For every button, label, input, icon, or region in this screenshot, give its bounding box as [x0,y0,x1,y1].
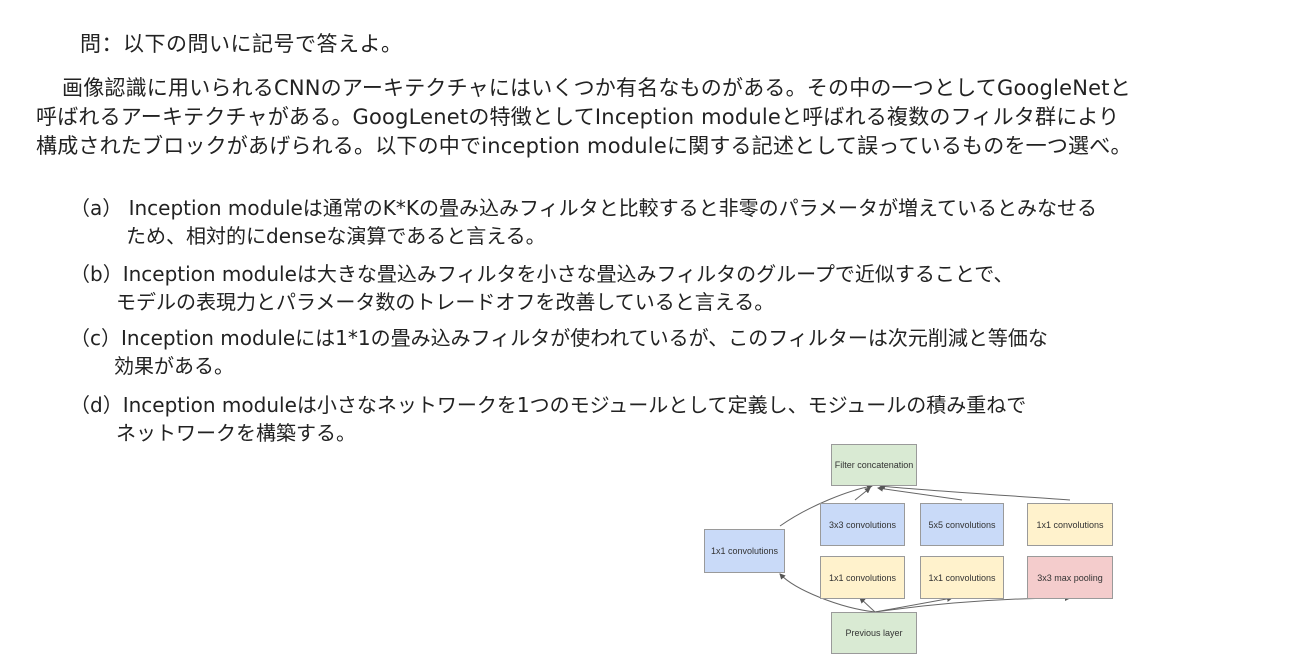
option-b-line-1: （b）Inception moduleは大きな畳込みフィルタを小さな畳込みフィル… [70,262,1014,286]
option-a-line-1: （a） Inception moduleは通常のK*Kの畳み込みフィルタと比較す… [70,196,1098,220]
max-pooling-box: 3x3 max pooling [1027,556,1113,599]
arrow-right1x1-to-concat [879,483,1071,501]
option-b-line-2: モデルの表現力とパラメータ数のトレードオフを改善していると言える。 [116,290,775,314]
arrow-3x3-to-concat [854,487,871,501]
filter-concatenation-box: Filter concatenation [831,444,917,486]
arrow-prev-to-mid2 [874,595,953,613]
option-d-line-1: （d）Inception moduleは小さなネットワークを1つのモジュールとし… [70,393,1027,417]
conv-1x1-right-box: 1x1 convolutions [1027,503,1113,546]
conv-1x1-mid1-box: 1x1 convolutions [820,556,905,599]
question-title: 問：以下の問いに記号で答えよ。 [80,32,403,56]
conv-3x3-box: 3x3 convolutions [820,503,905,546]
option-d-line-2: ネットワークを構築する。 [116,421,356,445]
option-c-line-1: （c）Inception moduleには1*1の畳み込みフィルタが使われている… [70,326,1048,350]
previous-layer-box: Previous layer [831,612,917,654]
intro-line-3: 構成されたブロックがあげられる。以下の中でinception moduleに関す… [36,134,1132,158]
arrow-prev-to-pool [874,595,1071,613]
intro-line-1: 画像認識に用いられるCNNのアーキテクチャにはいくつか有名なものがある。その中の… [62,76,1131,100]
conv-1x1-mid2-box: 1x1 convolutions [920,556,1004,599]
diagram-arrows [779,483,1073,613]
question-intro: 画像認識に用いられるCNNのアーキテクチャにはいくつか有名なものがある。その中の… [36,74,1286,161]
arrow-5x5-to-concat [877,485,963,501]
intro-line-2: 呼ばれるアーキテクチャがある。GoogLenetの特徴としてInception … [36,105,1120,129]
arrow-prev-to-mid1 [859,597,876,613]
option-c: （c）Inception moduleには1*1の畳み込みフィルタが使われている… [70,324,1048,380]
option-a: （a） Inception moduleは通常のK*Kの畳み込みフィルタと比較す… [70,194,1097,250]
inception-module-diagram: Filter concatenation 1x1 convolutions 3x… [700,440,1120,660]
conv-1x1-left-box: 1x1 convolutions [704,529,785,573]
option-d: （d）Inception moduleは小さなネットワークを1つのモジュールとし… [70,391,1026,447]
option-c-line-2: 効果がある。 [114,354,234,378]
option-a-line-2: ため、相対的にdenseな演算であると言える。 [126,224,546,248]
option-b: （b）Inception moduleは大きな畳込みフィルタを小さな畳込みフィル… [70,260,1013,316]
conv-5x5-box: 5x5 convolutions [920,503,1004,546]
